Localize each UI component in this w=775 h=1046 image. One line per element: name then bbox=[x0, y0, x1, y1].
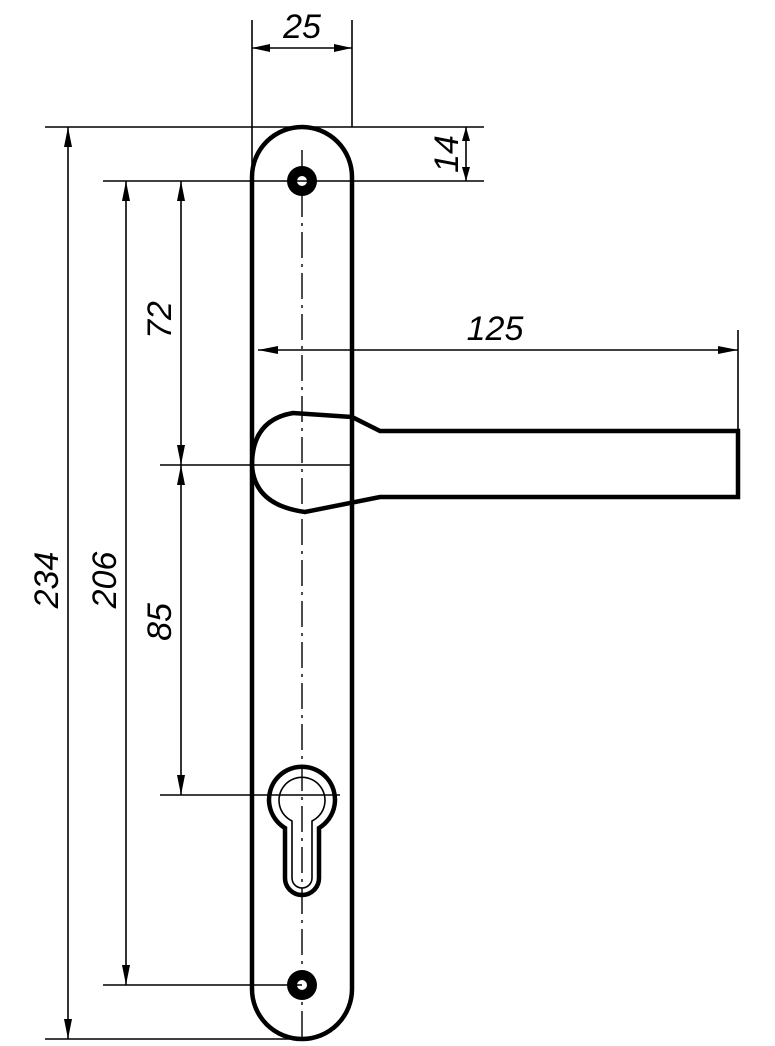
label-hole-spacing: 206 bbox=[86, 552, 124, 610]
label-handle-to-cylinder: 85 bbox=[141, 603, 179, 641]
label-handle-length: 125 bbox=[467, 310, 524, 348]
dimension-handle-to-cylinder: 85 bbox=[141, 465, 185, 795]
dimension-hole-to-handle: 72 bbox=[141, 181, 185, 465]
dimension-top-hole-offset: 14 bbox=[428, 127, 470, 181]
label-top-hole-offset: 14 bbox=[428, 135, 466, 173]
cylinder-inner-profile bbox=[278, 776, 326, 889]
label-hole-to-handle: 72 bbox=[141, 301, 179, 339]
dimension-total-height: 234 bbox=[28, 127, 72, 1039]
label-plate-width: 25 bbox=[282, 8, 321, 46]
lever-handle-outline bbox=[249, 410, 741, 515]
dimension-plate-width: 25 bbox=[252, 8, 352, 52]
dimension-handle-length: 125 bbox=[258, 310, 738, 354]
dimension-hole-spacing: 206 bbox=[86, 181, 130, 985]
label-total-height: 234 bbox=[28, 552, 66, 610]
